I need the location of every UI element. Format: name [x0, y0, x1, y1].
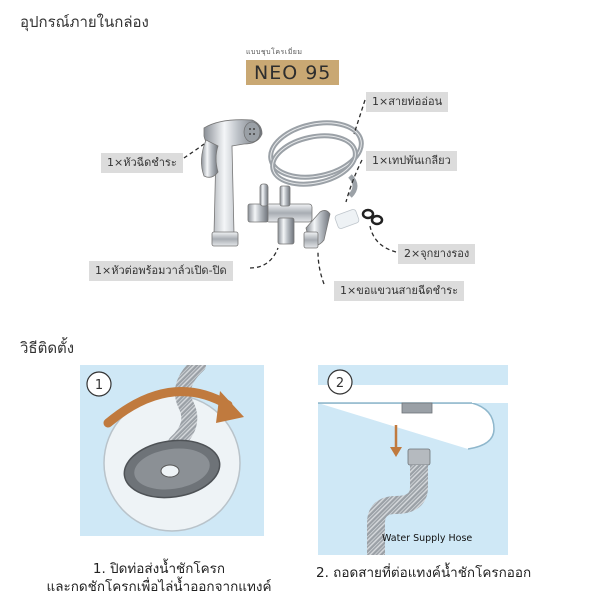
step2-caption: 2. ถอดสายที่ต่อแทงค์น้ำชักโครกออก: [316, 565, 532, 581]
hook-image: [303, 210, 331, 249]
label-hose: 1×สายท่ออ่อน: [366, 92, 449, 112]
step2-illustration: 2 Water Supply Hose: [318, 365, 508, 555]
label-hook: 1×ขอแขวนสายฉีดชำระ: [334, 281, 465, 301]
teflon-tape-image: [334, 209, 360, 229]
brand-model: NEO 95: [246, 60, 340, 85]
label-teflon-tape: 1×เทปพันเกลียว: [366, 151, 457, 171]
sprayer-image: [201, 119, 263, 247]
tank-outlet: [401, 402, 433, 414]
brand-subtitle: แบบชุบโครเมี่ยม: [246, 48, 303, 56]
step1-caption: 1. ปิดท่อส่งน้ำชักโครก และกดชักโครกเพื่อ…: [44, 560, 274, 596]
label-valve: 1×หัวต่อพร้อมวาล์วเปิด-ปิด: [89, 261, 233, 281]
step1-caption-line2: และกดชักโครกเพื่อไล่น้ำออกจากแทงค์: [46, 579, 272, 595]
step2-number: 2: [336, 376, 344, 391]
water-supply-hose: [367, 465, 428, 555]
toilet-tank: [318, 402, 495, 450]
rotate-arrow-icon: [103, 387, 233, 428]
step1-illustration: 1: [80, 365, 264, 536]
label-washers: 2×จุกยางรอง: [398, 244, 476, 264]
hose-nut[interactable]: [407, 448, 431, 466]
step2-number-badge: [327, 369, 353, 395]
section-title-box-contents: อุปกรณ์ภายในกล่อง: [20, 13, 149, 31]
washers-image: [361, 208, 384, 226]
product-illustration: [177, 99, 397, 285]
braided-hose: [168, 365, 206, 451]
hose-image: [268, 120, 364, 198]
valve-image: [247, 183, 313, 245]
step1-number: 1: [95, 378, 103, 393]
label-sprayer: 1×หัวฉีดชำระ: [101, 153, 183, 173]
section-title-installation: วิธีติดตั้ง: [20, 339, 75, 357]
hose-label: Water Supply Hose: [382, 533, 472, 544]
step1-caption-line1: 1. ปิดท่อส่งน้ำชักโครก: [92, 561, 226, 577]
step1-number-badge: [86, 371, 112, 397]
